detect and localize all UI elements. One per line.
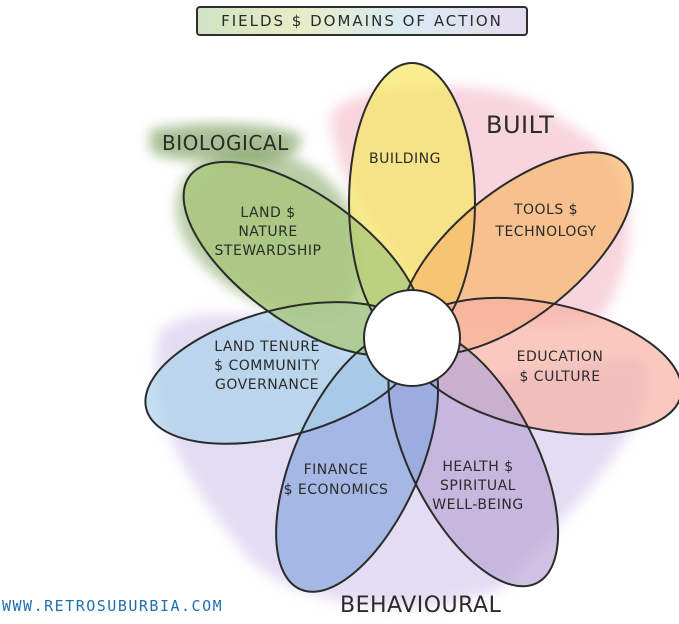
- label-built: BUILT: [486, 111, 554, 139]
- land-nature-line-3: STEWARDSHIP: [215, 243, 322, 259]
- petal-label-building: BUILDING: [369, 151, 441, 167]
- land-nature-line-1: LAND $: [240, 205, 295, 221]
- flower-center: [363, 289, 461, 387]
- petal-label-land-tenure: LAND TENURE $ COMMUNITY GOVERNANCE: [214, 339, 320, 393]
- tools-line-1: TOOLS $: [513, 202, 578, 218]
- petal-label-health: HEALTH $ SPIRITUAL WELL-BEING: [432, 459, 524, 513]
- land-tenure-line-3: GOVERNANCE: [215, 377, 319, 393]
- land-tenure-line-1: LAND TENURE: [214, 339, 320, 355]
- tools-line-2: TECHNOLOGY: [494, 224, 596, 240]
- finance-line-2: $ ECONOMICS: [284, 482, 389, 498]
- petal-label-land-nature: LAND $ NATURE STEWARDSHIP: [215, 205, 322, 259]
- petal-finance: [276, 330, 439, 592]
- land-nature-line-2: NATURE: [238, 224, 297, 240]
- finance-line-1: FINANCE: [304, 462, 369, 478]
- petal-label-finance: FINANCE $ ECONOMICS: [284, 462, 389, 498]
- building-line-1: BUILDING: [369, 151, 441, 167]
- biological-label-wash: [150, 123, 301, 162]
- label-behavioural: BEHAVIOURAL: [340, 593, 502, 618]
- petal-land-nature: [183, 161, 422, 356]
- diagram-title: FIELDS $ DOMAINS OF ACTION: [221, 12, 503, 30]
- title-box: FIELDS $ DOMAINS OF ACTION: [196, 6, 528, 36]
- health-line-2: SPIRITUAL: [440, 478, 516, 494]
- petal-label-tools: TOOLS $ TECHNOLOGY: [494, 202, 596, 240]
- land-tenure-line-2: $ COMMUNITY: [214, 358, 320, 374]
- petal-fills: [145, 63, 679, 592]
- petal-label-education: EDUCATION $ CULTURE: [517, 349, 604, 385]
- label-biological: BIOLOGICAL: [162, 131, 289, 155]
- website-link[interactable]: WWW.RETROSUBURBIA.COM: [2, 597, 224, 615]
- health-line-1: HEALTH $: [442, 459, 513, 475]
- education-line-1: EDUCATION: [517, 349, 604, 365]
- health-line-3: WELL-BEING: [432, 497, 524, 513]
- education-line-2: $ CULTURE: [519, 369, 600, 385]
